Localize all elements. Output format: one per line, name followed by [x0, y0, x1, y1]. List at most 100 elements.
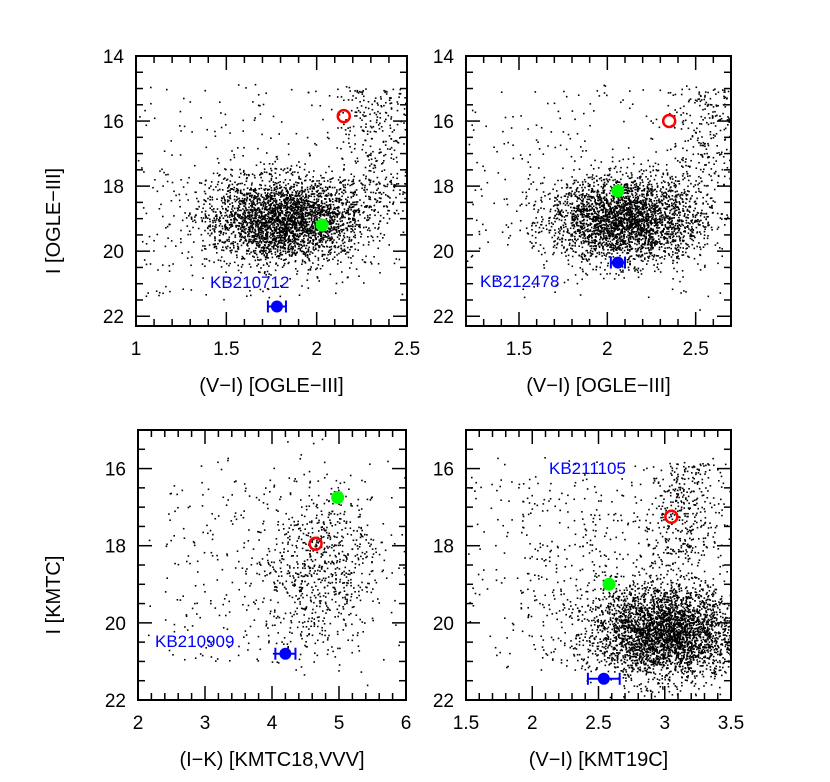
star-point [260, 184, 262, 187]
star-point [645, 202, 647, 204]
star-point [287, 217, 289, 220]
star-point [593, 242, 596, 244]
star-point [671, 220, 673, 223]
star-point [303, 218, 305, 221]
star-point [270, 196, 272, 199]
star-point [249, 221, 251, 224]
star-point [276, 187, 279, 190]
star-point [369, 120, 372, 122]
star-point [379, 182, 381, 185]
star-point [320, 174, 322, 177]
star-point [370, 158, 373, 160]
star-point [332, 241, 334, 243]
star-point [304, 179, 307, 182]
star-point [291, 238, 294, 241]
star-point [262, 252, 264, 254]
star-point [245, 87, 247, 89]
star-point [347, 211, 349, 214]
star-point [566, 228, 569, 230]
star-point [590, 226, 593, 229]
star-point [623, 199, 626, 202]
star-point [250, 218, 252, 220]
star-point [263, 238, 266, 241]
star-point [231, 212, 233, 215]
star-point [404, 197, 406, 200]
star-point [386, 148, 389, 150]
star-point [347, 179, 350, 182]
star-point [309, 179, 311, 181]
star-point [682, 220, 684, 222]
star-point [292, 207, 294, 209]
star-point [265, 92, 267, 94]
star-point [220, 231, 223, 233]
star-point [254, 228, 256, 231]
star-point [630, 190, 633, 193]
star-point [319, 212, 322, 215]
star-point [228, 184, 231, 186]
star-point [216, 215, 218, 217]
star-point [647, 256, 649, 258]
star-point [606, 174, 609, 177]
star-point [200, 217, 203, 219]
star-point [261, 212, 263, 214]
star-point [324, 231, 327, 233]
star-point [264, 215, 266, 218]
star-point [322, 245, 324, 248]
star-point [397, 103, 399, 105]
star-point [228, 281, 230, 284]
star-point [420, 128, 422, 130]
star-point [633, 215, 635, 217]
star-point [254, 224, 257, 226]
star-point [258, 188, 260, 190]
star-point [236, 196, 238, 198]
star-point [331, 218, 333, 221]
star-point [343, 245, 346, 247]
star-point [311, 252, 314, 254]
star-point [627, 207, 630, 209]
star-point [349, 191, 352, 194]
star-point [245, 180, 248, 182]
star-point [675, 209, 678, 212]
star-point [362, 90, 364, 92]
star-point [637, 195, 639, 198]
star-point [371, 108, 374, 111]
star-point [354, 236, 357, 239]
star-point [303, 237, 305, 240]
star-point [612, 248, 615, 251]
star-point [673, 203, 675, 205]
star-point [632, 258, 635, 260]
star-point [180, 130, 182, 132]
star-point [248, 263, 251, 265]
star-point [145, 295, 148, 297]
star-point [183, 97, 185, 100]
star-point [245, 193, 248, 196]
star-point [261, 235, 264, 237]
star-point [314, 218, 316, 220]
star-point [329, 200, 331, 202]
star-point [320, 211, 322, 213]
star-point [252, 190, 255, 193]
star-point [247, 249, 250, 252]
star-point [193, 219, 196, 221]
star-point [258, 232, 260, 234]
star-point [218, 174, 220, 177]
star-point [218, 234, 221, 236]
star-point [553, 234, 556, 237]
star-point [315, 268, 317, 271]
star-point [284, 232, 287, 234]
star-point [341, 249, 344, 252]
star-point [220, 126, 223, 129]
star-point [352, 195, 355, 197]
star-point [365, 205, 367, 207]
star-point [258, 259, 261, 261]
star-point [326, 230, 328, 233]
star-point [330, 236, 333, 238]
star-point [225, 262, 228, 265]
star-point [344, 179, 347, 181]
star-point [190, 217, 193, 220]
star-point [403, 191, 406, 194]
star-point [318, 244, 320, 247]
star-point [410, 236, 412, 238]
star-point [294, 227, 296, 229]
star-point [271, 197, 273, 200]
